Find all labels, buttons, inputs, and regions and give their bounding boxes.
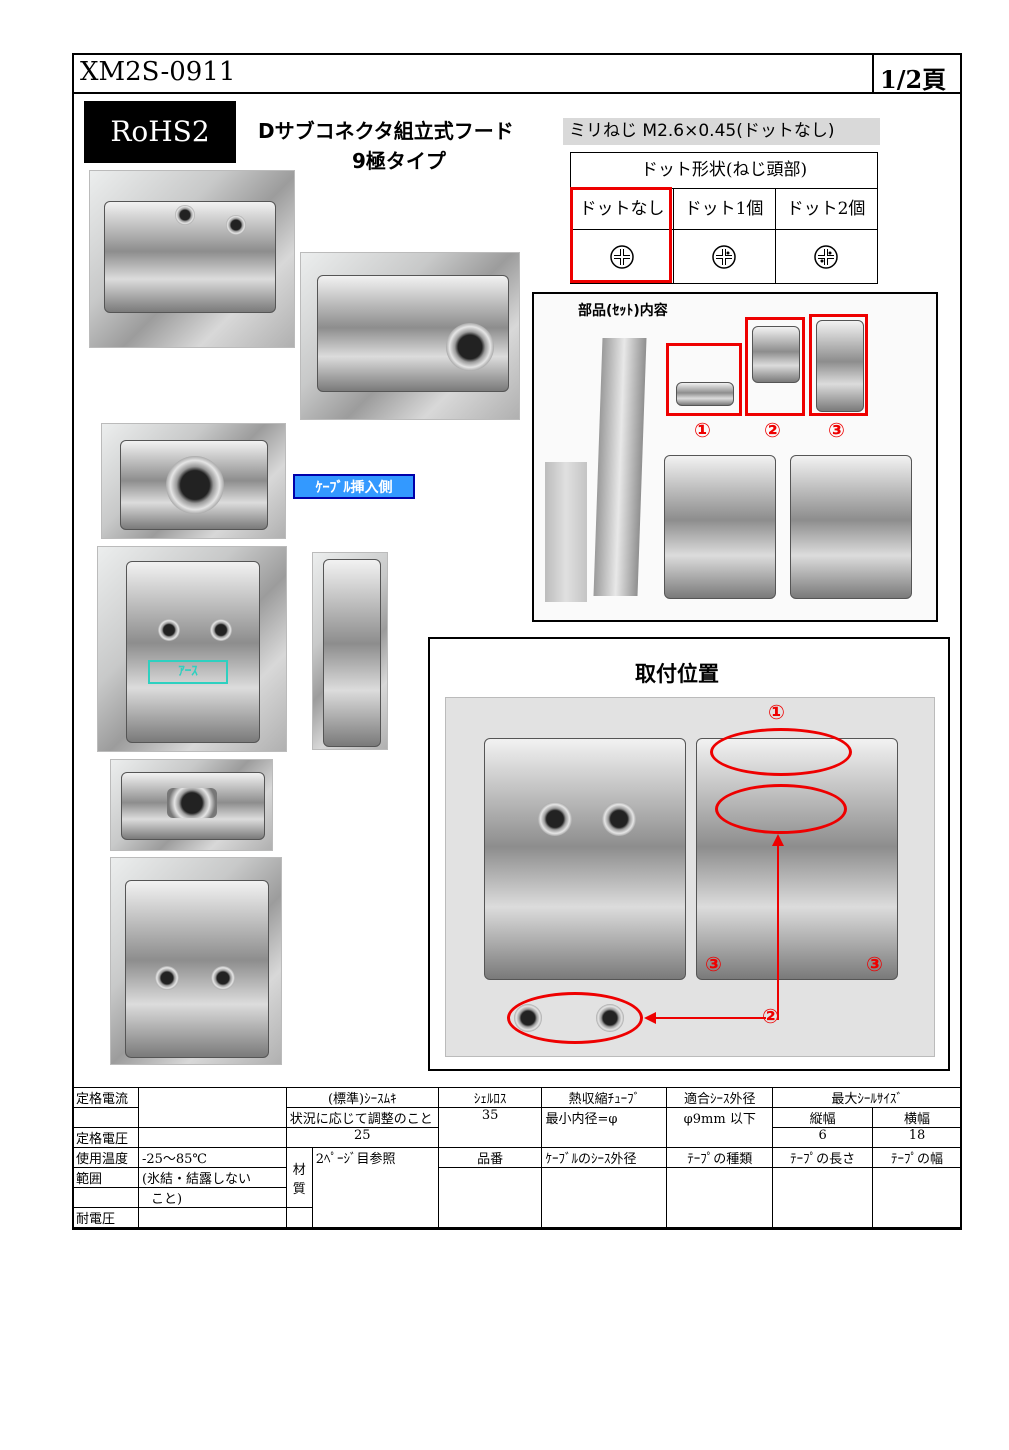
hood-cover-part [664,455,776,599]
shell-rod-value: 35 [437,1107,543,1148]
kit-number-2: ② [764,418,781,442]
spec-table: 定格電流 (標準)ｼｰｽﾑｷ ｼｪﾙﾛｽ 熱収縮ﾁｭｰﾌﾞ 適合ｼｰｽ外径 最大… [72,1087,962,1228]
dot-table-caption: ドット形状(ねじ頭部) [571,153,877,189]
hood-base-part [790,455,912,599]
adjust-note: 状況に応じて調整のこと [285,1107,439,1128]
rohs-badge: RoHS2 [84,101,236,163]
temp-note-1: (氷結・結露しない [137,1167,287,1188]
position-arrows [644,834,784,1024]
screw-head-two-dot-icon [775,230,877,284]
position-ellipse-1 [710,728,852,776]
tape-width-label: ﾃｰﾌﾟの幅 [872,1147,962,1168]
max-seal-label: 最大ｼｰﾙｻｲｽﾞ [772,1087,962,1108]
mounting-position-title: 取付位置 [635,662,719,686]
heat-shrink-tube [545,462,587,602]
screw-head-plain-icon [571,230,673,284]
position-ellipse-nuts [507,992,643,1044]
rated-current-label: 定格電流 [72,1087,139,1108]
position-number-3-left: ③ [705,952,722,976]
material-label: 材質 [285,1147,313,1208]
kit-contents-title: 部品(ｾｯﾄ)内容 [578,303,668,319]
dot-label: ドット1個 [673,189,775,230]
product-photo-bottom [110,857,282,1065]
cable-insertion-side-label: ｹｰﾌﾞﾙ挿入側 [293,474,415,499]
product-title: Dサブコネクタ組立式フード [258,119,514,143]
vertical-width-value: 6 [772,1127,874,1148]
tube-min-value: 最小内径=φ [541,1107,668,1148]
vertical-width-label: 縦幅 [772,1107,874,1128]
standard-strip-label: (標準)ｼｰｽﾑｷ [285,1087,439,1108]
horizontal-width-value: 18 [872,1127,962,1148]
temp-label: 使用温度 [72,1147,139,1168]
position-ellipse-2 [715,784,847,834]
screw-head-one-dot-icon [673,230,775,284]
cable-od-label: ｹｰﾌﾞﾙのｼｰｽ外径 [541,1147,668,1168]
dot-label: ドット2個 [775,189,877,230]
shell-rod-label: ｼｪﾙﾛｽ [437,1087,543,1108]
temp-value: -25～85℃ [137,1147,287,1168]
dot-cell-none: ドットなし [571,189,674,283]
position-number-2: ② [762,1004,779,1028]
product-photo-cable-end [101,423,286,539]
temp-note-2: こと) [137,1187,287,1208]
ground-mark-label: ｱｰｽ [148,660,228,684]
material-ref: 2ﾍﾟｰｼﾞ目参照 [311,1147,439,1228]
product-subtitle: 9極タイプ [352,149,446,173]
range-label: 範囲 [72,1167,139,1188]
kit-number-1: ① [694,418,711,442]
foil-tape [593,338,647,596]
tape-length-label: ﾃｰﾌﾟの長さ [772,1147,874,1168]
dot-label: ドットなし [571,189,673,230]
sheath-od-label: 適合ｼｰｽ外径 [666,1087,774,1108]
kit-part-3-highlight [809,314,868,416]
product-photo-side [300,252,520,420]
strip-value: 25 [285,1127,439,1148]
clamp-part [676,382,734,406]
dot-shape-table: ドット形状(ねじ頭部) ドットなし ドット1個 ドット2個 [570,152,878,284]
selected-dot-highlight [570,187,672,283]
position-number-1: ① [768,700,785,724]
dot-cell-two: ドット2個 [775,189,877,283]
heat-tube-label: 熱収縮ﾁｭｰﾌﾞ [541,1087,668,1108]
page-number: 1/2頁 [880,65,947,94]
part-number: XM2S-0911 [80,57,236,87]
product-photo-profile [312,552,388,750]
kit-part-2-highlight [745,317,805,416]
product-photo-angled [89,170,295,348]
mounting-position-photo [445,697,935,1057]
tape-type-label: ﾃｰﾌﾟの種類 [666,1147,774,1168]
product-photo-top [97,546,287,752]
rated-voltage-label: 定格電圧 [72,1127,139,1148]
sheath-od-value: φ9mm 以下 [666,1107,774,1148]
horizontal-width-label: 横幅 [872,1107,962,1128]
long-screws-part [816,320,864,412]
kit-number-3: ③ [828,418,845,442]
product-photo-front [110,759,273,851]
mounting-position-panel [428,637,950,1071]
withstand-voltage-label: 耐電圧 [72,1207,139,1228]
dot-cell-one: ドット1個 [673,189,776,283]
part-name-label: 品番 [437,1147,543,1168]
kit-part-1-highlight [666,343,742,416]
position-number-3-right: ③ [866,952,883,976]
header-divider [72,92,962,94]
screw-note: ミリねじ M2.6×0.45(ドットなし) [563,118,880,145]
header-vertical-divider [872,53,874,93]
document-frame [72,53,962,1230]
screws-part [752,326,800,383]
